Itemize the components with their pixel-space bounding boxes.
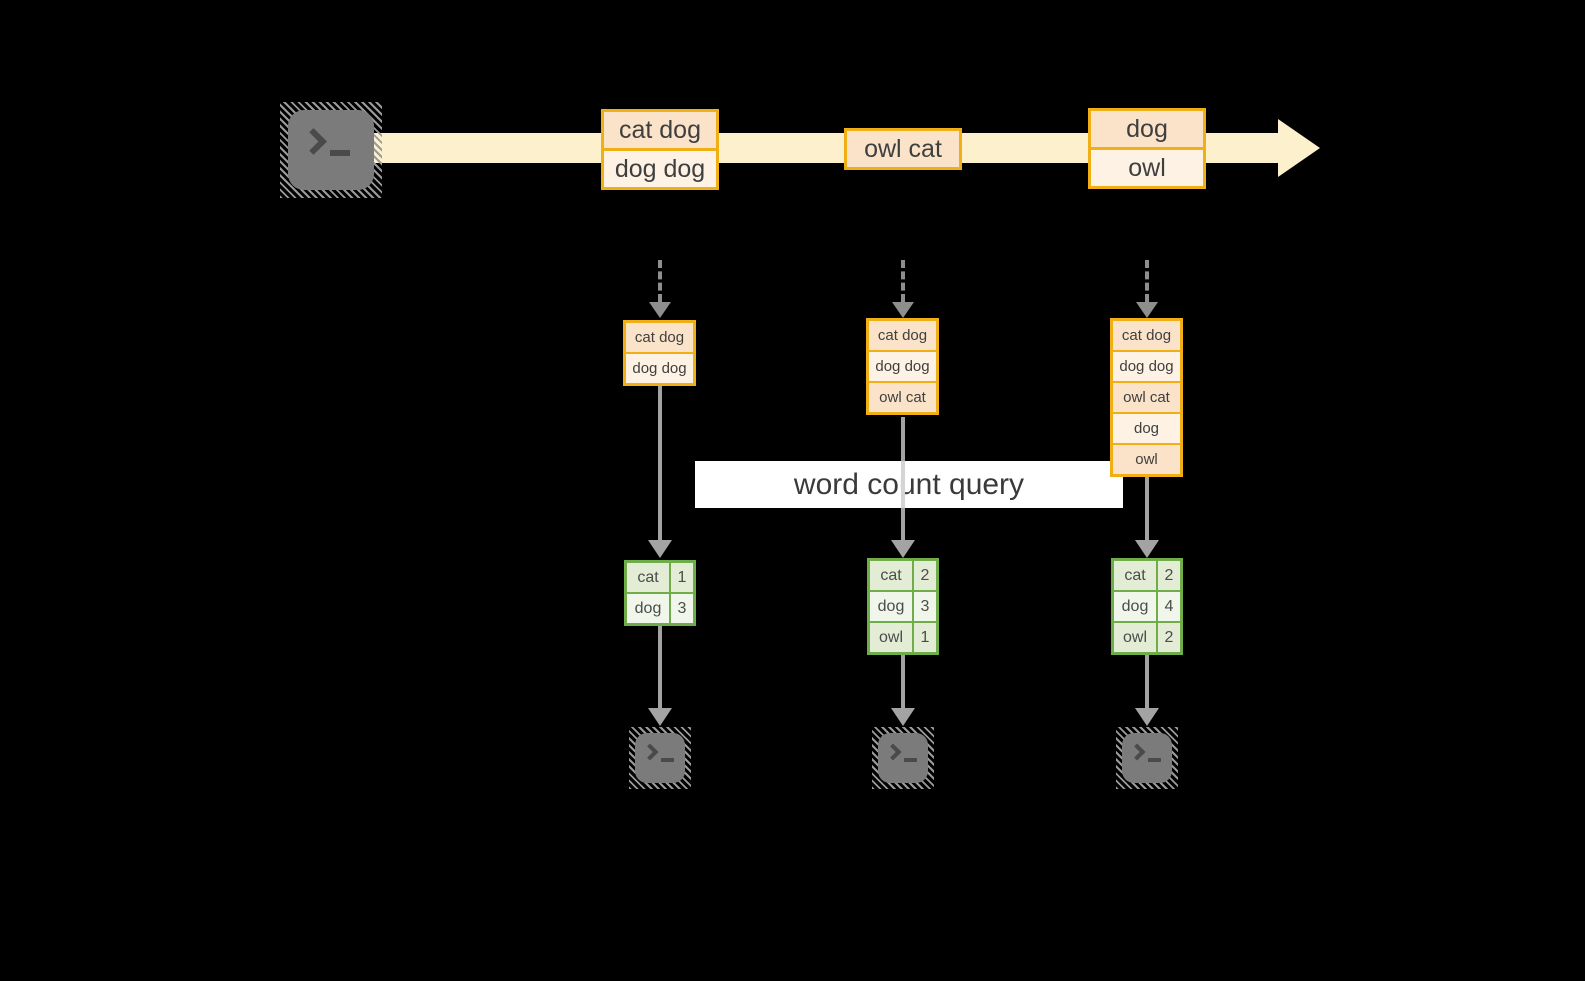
sink-terminal-icon-2 bbox=[872, 727, 934, 789]
input-row: owl bbox=[1113, 443, 1180, 474]
input-stack-2: cat dog dog dog owl cat bbox=[866, 318, 939, 415]
terminal-screen bbox=[635, 733, 685, 783]
prompt-chevron-icon bbox=[300, 128, 327, 155]
query-banner: word count query bbox=[695, 461, 1123, 508]
count-value: 3 bbox=[914, 592, 936, 621]
event-line: cat dog bbox=[604, 112, 716, 148]
count-word: cat bbox=[1114, 561, 1156, 590]
input-row: cat dog bbox=[1113, 321, 1180, 350]
terminal-screen bbox=[1122, 733, 1172, 783]
count-table-3: cat 2 dog 4 owl 2 bbox=[1111, 558, 1183, 655]
dashed-arrowhead-1 bbox=[649, 302, 671, 318]
query-arrow-shaft-3 bbox=[1145, 477, 1149, 540]
prompt-cursor-icon bbox=[330, 150, 350, 156]
query-arrow-shaft-1 bbox=[658, 386, 662, 540]
sink-arrow-shaft-1 bbox=[658, 626, 662, 708]
count-word: dog bbox=[1114, 592, 1156, 621]
count-table-2: cat 2 dog 3 owl 1 bbox=[867, 558, 939, 655]
count-table-1: cat 1 dog 3 bbox=[624, 560, 696, 626]
event-line: dog dog bbox=[604, 148, 716, 187]
count-value: 4 bbox=[1158, 592, 1180, 621]
input-row: dog dog bbox=[1113, 350, 1180, 381]
stream-arrowhead bbox=[1278, 119, 1320, 177]
terminal-screen bbox=[878, 733, 928, 783]
prompt-cursor-icon bbox=[904, 758, 917, 762]
dashed-arrow-shaft-3 bbox=[1145, 260, 1149, 302]
sink-arrow-shaft-3 bbox=[1145, 655, 1149, 708]
query-arrowhead-3 bbox=[1135, 540, 1159, 558]
dashed-arrow-shaft-2 bbox=[901, 260, 905, 302]
count-word: owl bbox=[1114, 623, 1156, 652]
count-value: 3 bbox=[671, 594, 693, 623]
stream-event-2: owl cat bbox=[844, 128, 962, 170]
input-stack-1: cat dog dog dog bbox=[623, 320, 696, 386]
count-word: cat bbox=[627, 563, 669, 592]
dashed-arrow-shaft-1 bbox=[658, 260, 662, 302]
sink-arrow-shaft-2 bbox=[901, 655, 905, 708]
count-value: 2 bbox=[914, 561, 936, 590]
prompt-chevron-icon bbox=[884, 743, 902, 761]
event-line: owl cat bbox=[847, 131, 959, 167]
arrow-through-banner bbox=[901, 461, 905, 508]
event-line: dog bbox=[1091, 111, 1203, 147]
input-row: dog bbox=[1113, 412, 1180, 443]
sink-arrowhead-2 bbox=[891, 708, 915, 726]
stream-event-1: cat dog dog dog bbox=[601, 109, 719, 190]
count-value: 2 bbox=[1158, 561, 1180, 590]
stream-event-3: dog owl bbox=[1088, 108, 1206, 189]
terminal-screen bbox=[288, 110, 374, 190]
dashed-arrowhead-2 bbox=[892, 302, 914, 318]
count-word: owl bbox=[870, 623, 912, 652]
count-value: 2 bbox=[1158, 623, 1180, 652]
prompt-cursor-icon bbox=[661, 758, 674, 762]
input-stack-3: cat dog dog dog owl cat dog owl bbox=[1110, 318, 1183, 477]
query-arrowhead-2 bbox=[891, 540, 915, 558]
prompt-chevron-icon bbox=[1128, 743, 1146, 761]
count-word: dog bbox=[870, 592, 912, 621]
prompt-cursor-icon bbox=[1148, 758, 1161, 762]
input-row: cat dog bbox=[626, 323, 693, 352]
count-word: cat bbox=[870, 561, 912, 590]
input-row: dog dog bbox=[626, 352, 693, 383]
input-row: owl cat bbox=[1113, 381, 1180, 412]
input-row: dog dog bbox=[869, 350, 936, 381]
sink-arrowhead-1 bbox=[648, 708, 672, 726]
count-value: 1 bbox=[914, 623, 936, 652]
input-row: cat dog bbox=[869, 321, 936, 350]
count-word: dog bbox=[627, 594, 669, 623]
event-line: owl bbox=[1091, 147, 1203, 186]
count-value: 1 bbox=[671, 563, 693, 592]
dashed-arrowhead-3 bbox=[1136, 302, 1158, 318]
sink-arrowhead-3 bbox=[1135, 708, 1159, 726]
source-terminal-icon bbox=[280, 102, 382, 198]
input-row: owl cat bbox=[869, 381, 936, 412]
sink-terminal-icon-1 bbox=[629, 727, 691, 789]
sink-terminal-icon-3 bbox=[1116, 727, 1178, 789]
query-arrowhead-1 bbox=[648, 540, 672, 558]
prompt-chevron-icon bbox=[641, 743, 659, 761]
